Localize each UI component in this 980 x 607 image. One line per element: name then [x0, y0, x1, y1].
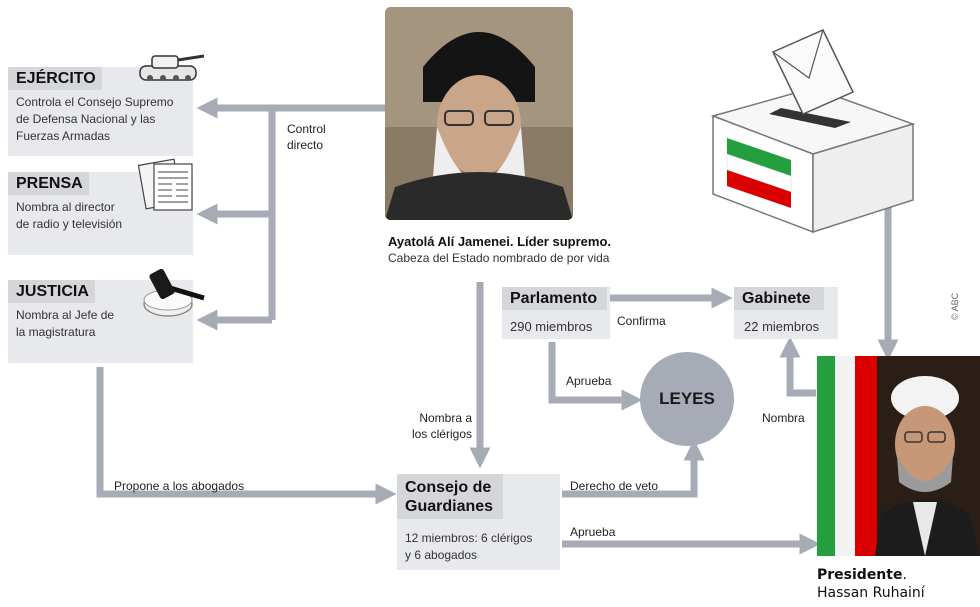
- presidente-caption: Presidente. Hassan Ruhainí: [817, 567, 925, 601]
- parlamento-box: Parlamento 290 miembros: [502, 287, 610, 339]
- presidente-portrait: [817, 356, 980, 556]
- justicia-to-consejo-arrow: [96, 367, 397, 505]
- leader-photo: [385, 7, 573, 220]
- aprueba-consejo-label: Aprueba: [570, 525, 616, 539]
- leader-subtitle: Cabeza del Estado nombrado de por vida: [388, 251, 610, 265]
- gavel-icon: [143, 268, 205, 317]
- leyes-circle: LEYES: [640, 352, 734, 446]
- justicia-title: JUSTICIA: [8, 280, 95, 303]
- aprueba-parlamento-label: Aprueba: [566, 374, 612, 388]
- presidente-to-gabinete-arrow: [779, 336, 816, 397]
- leader-portrait: [385, 7, 573, 220]
- credit-text: © ABC: [950, 292, 960, 320]
- gabinete-title: Gabinete: [734, 287, 825, 310]
- gabinete-box: Gabinete 22 miembros: [734, 287, 838, 339]
- parlamento-members: 290 miembros: [510, 319, 593, 334]
- leader-name: Ayatolá Alí Jamenei. Líder supremo.: [388, 234, 611, 249]
- consejo-veto-arrow: [562, 439, 705, 498]
- ejercito-title: EJÉRCITO: [8, 67, 102, 90]
- tank-icon: [139, 54, 205, 81]
- newspaper-icon: [138, 158, 193, 211]
- confirma-label: Confirma: [617, 314, 666, 328]
- presidente-photo: [817, 356, 980, 556]
- nombra-label: Nombra: [762, 411, 805, 425]
- parlamento-to-leyes-arrow: [548, 342, 643, 411]
- parlamento-title: Parlamento: [502, 287, 608, 310]
- leyes-label: LEYES: [659, 389, 715, 408]
- ballot-box-icon: [710, 29, 916, 233]
- gabinete-members: 22 miembros: [744, 319, 820, 334]
- veto-label: Derecho de veto: [570, 479, 659, 493]
- prensa-title: PRENSA: [8, 172, 89, 195]
- propone-abogados-label: Propone a los abogados: [114, 479, 245, 493]
